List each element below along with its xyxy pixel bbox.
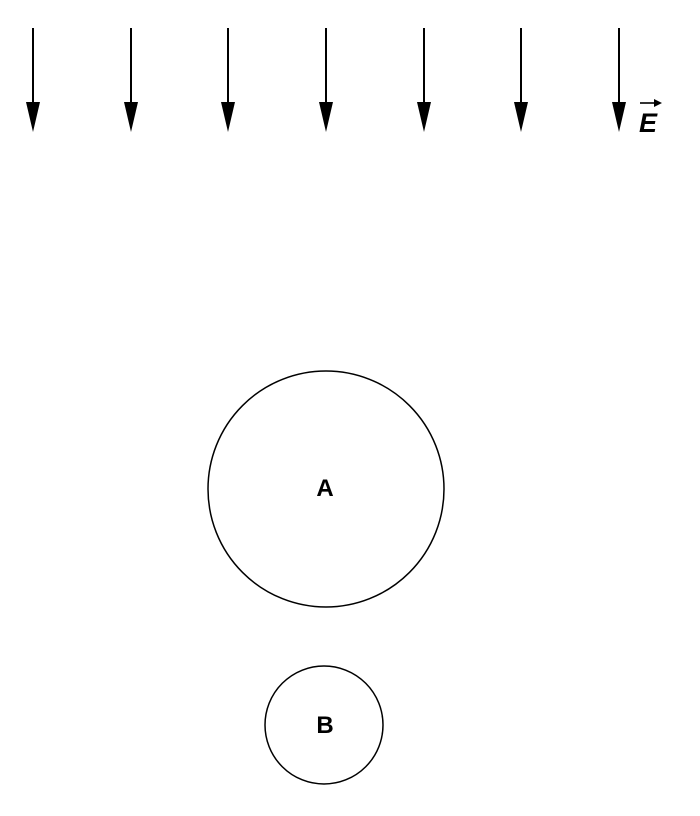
field-label: E [639, 108, 658, 138]
field-arrow [514, 28, 528, 132]
electric-field-arrows [26, 28, 626, 132]
sphere-a-label: A [316, 475, 334, 502]
field-arrow [221, 28, 235, 132]
field-arrow [319, 28, 333, 132]
sphere-b-label: B [316, 712, 334, 739]
field-arrow [124, 28, 138, 132]
sphere-b [264, 665, 384, 785]
field-arrow [417, 28, 431, 132]
sphere-a [207, 370, 445, 608]
vector-arrow-icon [640, 99, 662, 107]
field-arrow [26, 28, 40, 132]
field-arrow [612, 28, 626, 132]
